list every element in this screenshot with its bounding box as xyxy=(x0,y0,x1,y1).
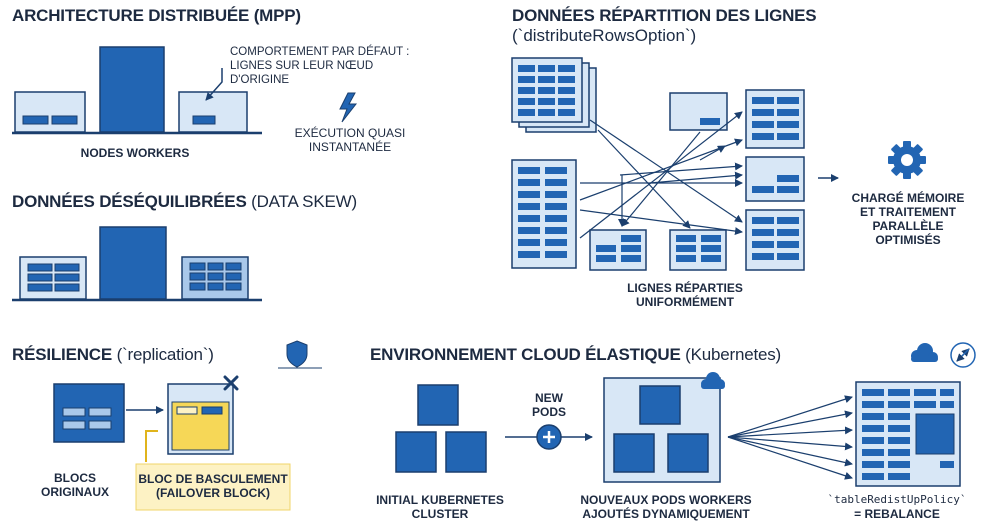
resilience-title-bold: RÉSILIENCE xyxy=(12,345,113,364)
target-table-5 xyxy=(669,229,727,271)
cloud-title: ENVIRONNEMENT CLOUD ÉLASTIQUE (Kubernete… xyxy=(370,345,781,365)
skew-node-1 xyxy=(19,256,87,300)
default-note-line-3: D'ORIGINE xyxy=(230,74,290,86)
default-behavior-note: COMPORTEMENT PAR DÉFAUT : LIGNES SUR LEU… xyxy=(230,45,409,87)
new-pods-line-1: NEW xyxy=(535,391,563,405)
target-table-2 xyxy=(745,156,805,202)
original-blocks-label: BLOCS ORIGINAUX xyxy=(35,471,115,499)
skew-node-2 xyxy=(99,226,167,300)
skew-title-normal: (DATA SKEW) xyxy=(251,192,357,211)
skew-title-bold: DONNÉES DÉSÉQUILIBRÉES xyxy=(12,192,247,211)
cloud-icon xyxy=(911,343,938,362)
distribution-title: DONNÉES RÉPARTITION DES LIGNES xyxy=(512,6,817,25)
new-pods-line-2: PODS xyxy=(531,405,566,419)
worker-node-1 xyxy=(14,91,86,133)
new-pods-label: NEW PODS xyxy=(524,391,574,419)
resilience-title: RÉSILIENCE (`replication`) xyxy=(12,345,214,365)
initial-line-2: CLUSTER xyxy=(411,507,469,521)
resilience-title-normal: (`replication`) xyxy=(116,345,214,364)
initial-cluster xyxy=(395,384,487,473)
instant-line-1: EXÉCUTION QUASI xyxy=(294,126,406,140)
failover-line-1: BLOC DE BASCULEMENT xyxy=(138,472,288,486)
target-table-1 xyxy=(745,89,805,149)
cloud-title-normal: (Kubernetes) xyxy=(685,345,782,364)
cloud-title-bold: ENVIRONNEMENT CLOUD ÉLASTIQUE xyxy=(370,345,681,364)
skew-title: DONNÉES DÉSÉQUILIBRÉES (DATA SKEW) xyxy=(12,192,357,212)
rows-distributed-label: LIGNES RÉPARTIES UNIFORMÉMENT xyxy=(605,281,765,309)
close-icon xyxy=(223,375,239,391)
failover-block xyxy=(167,383,234,455)
rebalance-arrows xyxy=(727,395,853,480)
default-note-pointer xyxy=(205,68,223,101)
rebalance-text: = REBALANCE xyxy=(854,507,940,521)
optimized-result-label: CHARGÉ MÉMOIRE ET TRAITEMENT PARALLÈLE O… xyxy=(843,191,973,247)
skew-diagram xyxy=(12,226,262,302)
source-table-stack xyxy=(511,57,597,133)
rebalance-label: `tableRedistUpPolicy` = REBALANCE xyxy=(812,493,982,521)
initial-line-1: INITIAL KUBERNETES xyxy=(376,493,504,507)
worker-node-2 xyxy=(99,46,165,133)
failover-line-2: (FAILOVER BLOCK) xyxy=(156,486,270,500)
skew-node-3 xyxy=(181,256,249,300)
rows-label-line-2: UNIFORMÉMENT xyxy=(636,295,734,309)
nodes-workers-label: NODES WORKERS xyxy=(80,146,190,160)
resilience-diagram xyxy=(53,340,322,511)
initial-cluster-label: INITIAL KUBERNETES CLUSTER xyxy=(370,493,510,521)
result-line-4: OPTIMISÉS xyxy=(875,233,941,247)
original-block xyxy=(53,383,125,443)
resize-icon xyxy=(950,342,976,368)
workers-line-2: AJOUTÉS DYNAMIQUEMENT xyxy=(582,507,750,521)
source-table-large xyxy=(511,159,577,269)
failover-label-bg xyxy=(135,463,291,511)
worker-pods-label: NOUVEAUX PODS WORKERS AJOUTÉS DYNAMIQUEM… xyxy=(578,493,754,521)
gear-icon xyxy=(888,141,926,179)
target-table-3 xyxy=(745,209,805,271)
rebalance-code: `tableRedistUpPolicy` xyxy=(827,493,967,506)
instant-execution-label: EXÉCUTION QUASI INSTANTANÉE xyxy=(280,126,420,154)
worker-node-3 xyxy=(178,91,248,133)
worker-pods xyxy=(603,372,725,483)
result-line-2: ET TRAITEMENT xyxy=(860,205,956,219)
failover-block-label: BLOC DE BASCULEMENT (FAILOVER BLOCK) xyxy=(136,472,290,500)
distribution-option: (`distributeRowsOption`) xyxy=(512,26,697,45)
shield-icon xyxy=(286,340,308,368)
lightning-icon xyxy=(339,92,358,123)
target-table-4 xyxy=(589,229,647,271)
mpp-diagram xyxy=(12,46,358,135)
result-line-1: CHARGÉ MÉMOIRE xyxy=(851,191,965,205)
original-line-2: ORIGINAUX xyxy=(40,485,109,499)
cloud-diagram xyxy=(395,342,976,487)
default-note-line-1: COMPORTEMENT PAR DÉFAUT : xyxy=(230,46,410,58)
original-line-1: BLOCS xyxy=(54,471,96,485)
distribution-diagram xyxy=(511,57,926,271)
distribution-arrows xyxy=(579,111,743,239)
mpp-title: ARCHITECTURE DISTRIBUÉE (MPP) xyxy=(12,6,301,25)
middle-table xyxy=(669,92,728,131)
default-note-line-2: LIGNES SUR LEUR NŒUD xyxy=(230,60,374,72)
rows-label-line-1: LIGNES RÉPARTIES xyxy=(627,281,743,295)
result-line-3: PARALLÈLE xyxy=(872,219,944,233)
failover-pointer xyxy=(145,430,158,462)
cloud-icon xyxy=(701,372,725,389)
instant-line-2: INSTANTANÉE xyxy=(308,140,392,154)
plus-icon xyxy=(536,424,562,450)
workers-line-1: NOUVEAUX PODS WORKERS xyxy=(580,493,752,507)
rebalanced-table xyxy=(855,381,961,487)
